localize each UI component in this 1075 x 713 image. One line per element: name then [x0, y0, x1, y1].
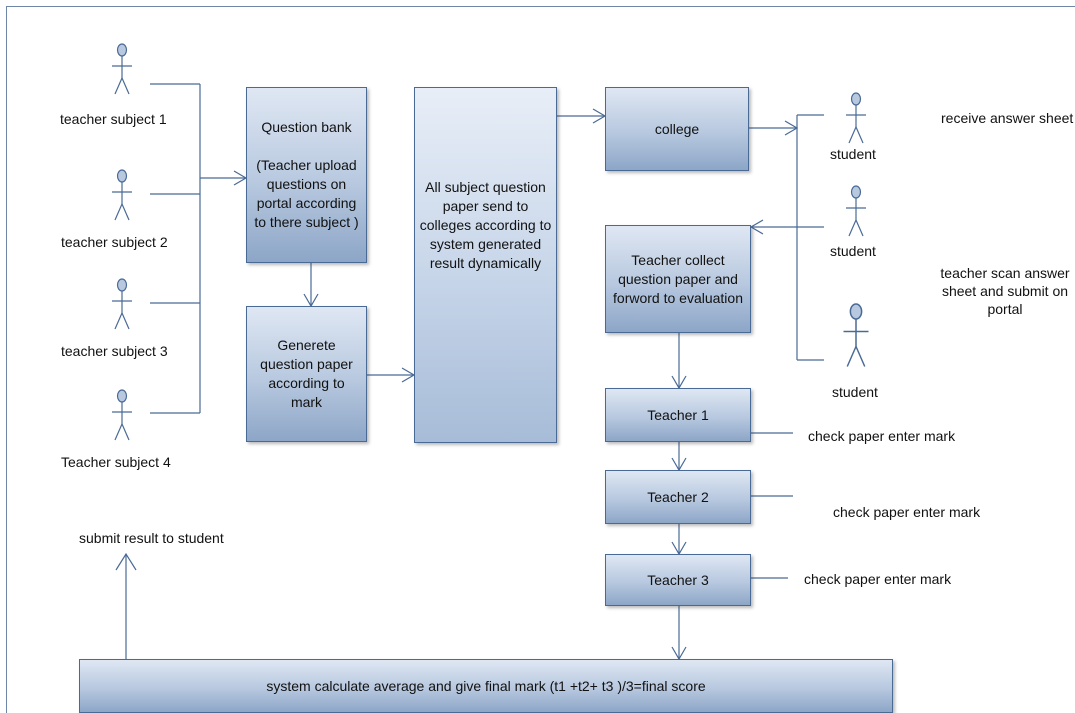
teacher-1-text: Teacher 1: [647, 406, 709, 423]
student-2-actor-icon: [845, 185, 867, 237]
teacher-subject-3-label: teacher subject 3: [61, 343, 168, 359]
student-2-label: student: [830, 243, 876, 259]
question-bank-box: Question bank (Teacher upload questions …: [246, 87, 367, 263]
generate-paper-box: Generete question paper according to mar…: [246, 306, 367, 442]
teacher-subject-1-label: teacher subject 1: [60, 111, 167, 127]
teacher-subject-4-actor-icon: [111, 389, 133, 441]
teacher-1-box: Teacher 1: [605, 388, 751, 442]
teacher-subject-1-actor-icon: [111, 43, 133, 95]
send-papers-box: All subject question paper send to colle…: [414, 87, 557, 443]
submit-result-note: submit result to student: [79, 530, 224, 546]
diagram-frame: [6, 6, 1075, 713]
teacher-subject-4-label: Teacher subject 4: [61, 454, 171, 470]
teacher-subject-2-actor-icon: [111, 169, 133, 221]
teacher-2-box: Teacher 2: [605, 470, 751, 524]
teacher-2-text: Teacher 2: [647, 488, 709, 505]
teacher-subject-2-label: teacher subject 2: [61, 234, 168, 250]
teacher-3-text: Teacher 3: [647, 571, 709, 588]
send-papers-text: All subject question paper send to colle…: [419, 178, 552, 271]
final-score-text: system calculate average and give final …: [266, 677, 706, 694]
college-box: college: [605, 87, 749, 171]
teacher-collect-text: Teacher collect question paper and forwo…: [613, 251, 743, 306]
student-3-label: student: [832, 384, 878, 400]
scan-answer-sheet-note: teacher scan answer sheet and submit on …: [940, 265, 1070, 317]
check-paper-note-2: check paper enter mark: [833, 504, 981, 520]
question-bank-text: Question bank (Teacher upload questions …: [254, 119, 359, 230]
check-paper-note-1: check paper enter mark: [808, 428, 956, 444]
student-1-label: student: [830, 146, 876, 162]
check-paper-note-3: check paper enter mark: [804, 571, 952, 587]
final-score-box: system calculate average and give final …: [79, 659, 893, 713]
receive-answer-sheet-note: receive answer sheet: [941, 110, 1074, 126]
teacher-3-box: Teacher 3: [605, 554, 751, 606]
teacher-collect-box: Teacher collect question paper and forwo…: [605, 225, 751, 333]
student-3-actor-icon: [842, 303, 870, 368]
student-1-actor-icon: [845, 92, 867, 144]
generate-paper-text: Generete question paper according to mar…: [260, 337, 353, 410]
college-text: college: [654, 120, 700, 137]
teacher-subject-3-actor-icon: [111, 278, 133, 330]
